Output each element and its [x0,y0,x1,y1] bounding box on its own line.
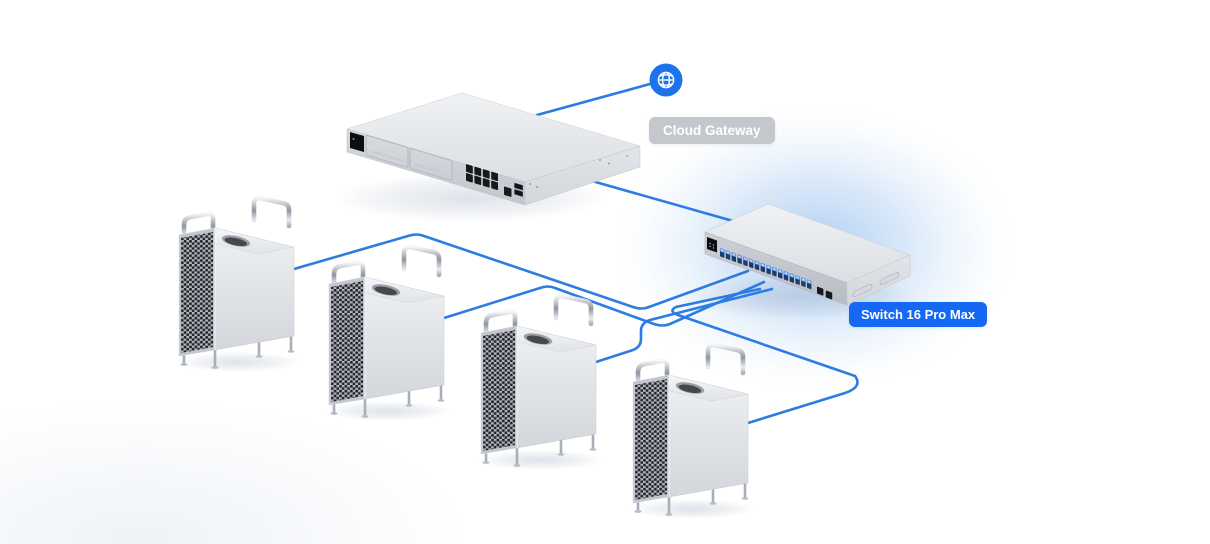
switch-screen [707,237,717,253]
cloud-gateway-device [346,92,641,206]
internet-globe-icon [649,63,683,97]
switch-ports [720,248,833,300]
cable-workstation-3-to-switch [594,287,774,364]
ambient-wash [0,400,470,544]
workstation-2 [326,247,450,421]
cable-gateway-to-switch [590,179,735,223]
switch-device [704,203,911,306]
cable-workstation-2-to-switch [442,280,766,327]
gateway-screws [529,155,628,188]
globe-icon [657,71,675,89]
cloud-gateway-label[interactable]: Cloud Gateway [649,117,775,144]
switch-screen-dots [709,242,715,249]
switch-side-vents [852,272,900,297]
workstation-3 [478,296,602,470]
workstation-1 [176,198,300,372]
gateway-right-panel [524,145,641,206]
switch-16-pro-max-label[interactable]: Switch 16 Pro Max [849,302,988,327]
gateway-drive-bays [365,134,453,181]
gateway-screen [350,132,364,152]
gateway-ports [466,164,523,197]
cable-workstation-1-to-switch [292,233,750,310]
cable-workstation-4-to-switch [671,287,859,425]
cables [292,82,859,425]
cable-internet-to-gateway [535,82,652,117]
